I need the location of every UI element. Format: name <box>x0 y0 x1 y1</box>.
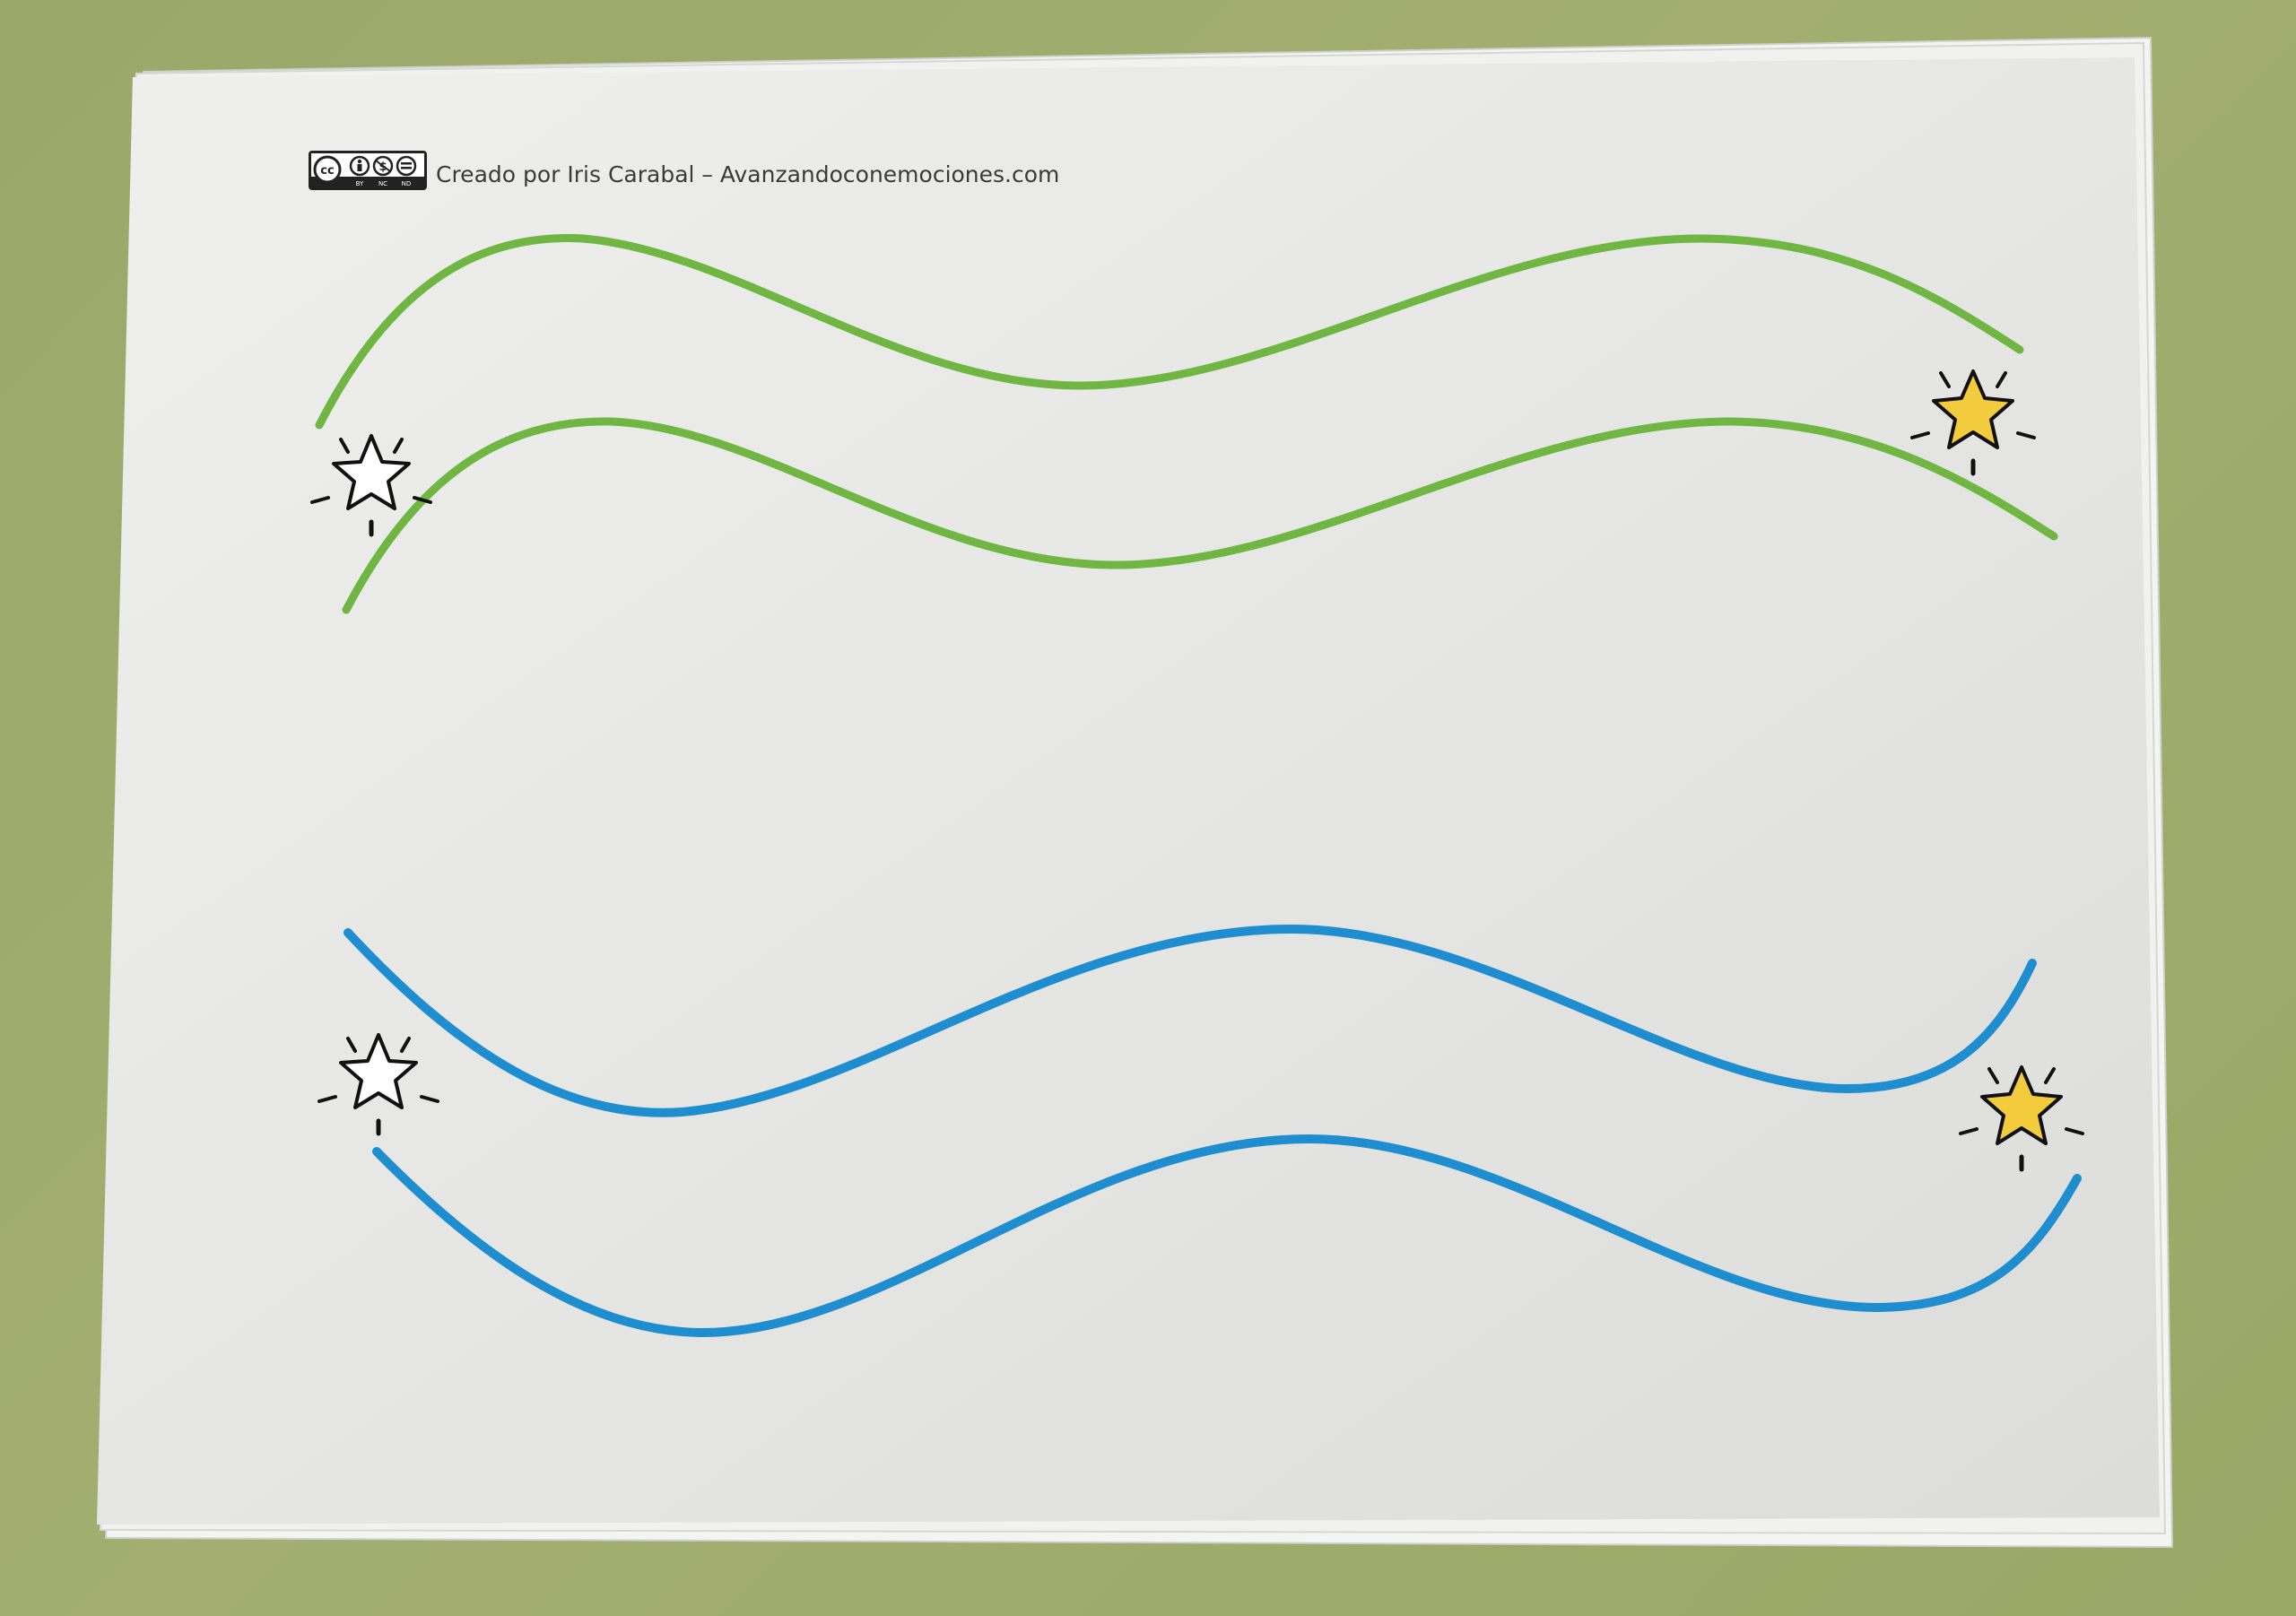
green-track-lower-line <box>342 417 2058 614</box>
svg-text:$: $ <box>378 161 387 174</box>
green-track-upper-line <box>315 234 2024 430</box>
svg-text:NC: NC <box>378 180 387 187</box>
svg-text:ND: ND <box>402 180 412 187</box>
svg-text:BY: BY <box>356 180 364 187</box>
credit-text: Creado por Iris Carabal – Avanzandoconem… <box>436 161 1060 187</box>
blue-track-lower-line <box>372 1134 2082 1338</box>
cc-by-nc-nd-icon: cc $ BY NC ND <box>311 153 424 187</box>
cc-license-badge: cc $ BY NC ND <box>309 151 427 190</box>
svg-text:cc: cc <box>320 164 334 178</box>
blue-track-upper-line <box>344 924 2037 1117</box>
